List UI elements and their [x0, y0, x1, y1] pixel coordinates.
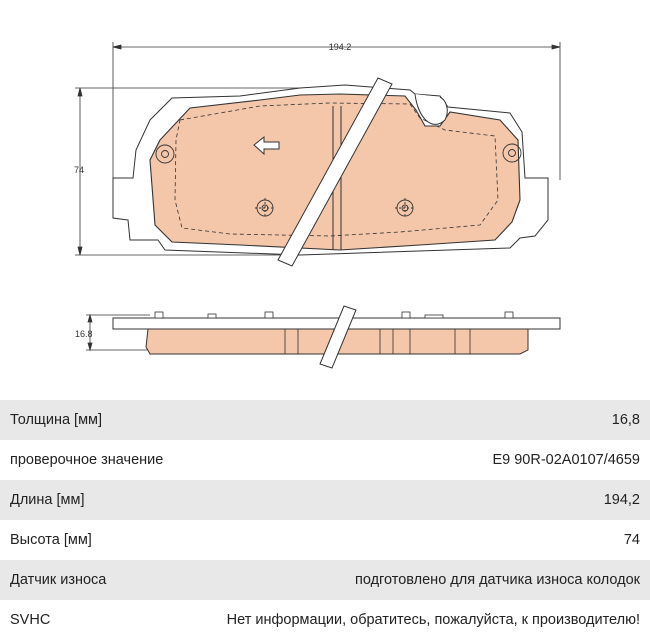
break-line-front	[277, 77, 393, 267]
spec-value: 74	[623, 532, 640, 548]
length-dimension	[112, 42, 561, 180]
spec-label: Длина [мм]	[10, 492, 85, 508]
spec-row-svhc: SVHC Нет информации, обратитесь, пожалуй…	[0, 600, 650, 640]
mounting-hole-left	[155, 144, 175, 164]
spec-label: SVHC	[10, 612, 51, 628]
spec-label: Толщина [мм]	[10, 412, 103, 428]
spec-value: подготовлено для датчика износа колодок	[354, 572, 640, 588]
spec-label: проверочное значение	[10, 452, 164, 468]
spec-value: 16,8	[611, 412, 640, 428]
spec-row-wear-sensor: Датчик износа подготовлено для датчика и…	[0, 560, 650, 600]
length-dimension-label: 194.2	[329, 42, 352, 52]
height-dimension	[75, 87, 300, 256]
break-line-side	[319, 305, 357, 369]
mounting-hole-right	[502, 143, 522, 163]
spec-table: Толщина [мм] 16,8 проверочное значение E…	[0, 400, 650, 640]
spec-row-test-value: проверочное значение E9 90R-02A0107/4659	[0, 440, 650, 480]
spec-value: E9 90R-02A0107/4659	[492, 452, 640, 468]
pad-marker-left	[255, 198, 275, 218]
brake-pad-technical-drawing: 194.2 74	[74, 42, 561, 369]
spec-row-height: Высота [мм] 74	[0, 520, 650, 560]
spec-value: Нет информации, обратитесь, пожалуйста, …	[226, 612, 640, 628]
side-dimension	[86, 313, 150, 352]
spec-label: Высота [мм]	[10, 532, 92, 548]
thickness-dimension-label: 16.8	[75, 329, 93, 339]
spec-value: 194,2	[603, 492, 640, 508]
spec-row-length: Длина [мм] 194,2	[0, 480, 650, 520]
spec-label: Датчик износа	[10, 572, 107, 588]
wear-sensor-notch	[414, 93, 448, 125]
pad-marker-right	[395, 198, 415, 218]
height-dimension-label: 74	[74, 165, 84, 175]
spec-row-thickness: Толщина [мм] 16,8	[0, 400, 650, 440]
direction-arrow-icon	[253, 135, 280, 156]
